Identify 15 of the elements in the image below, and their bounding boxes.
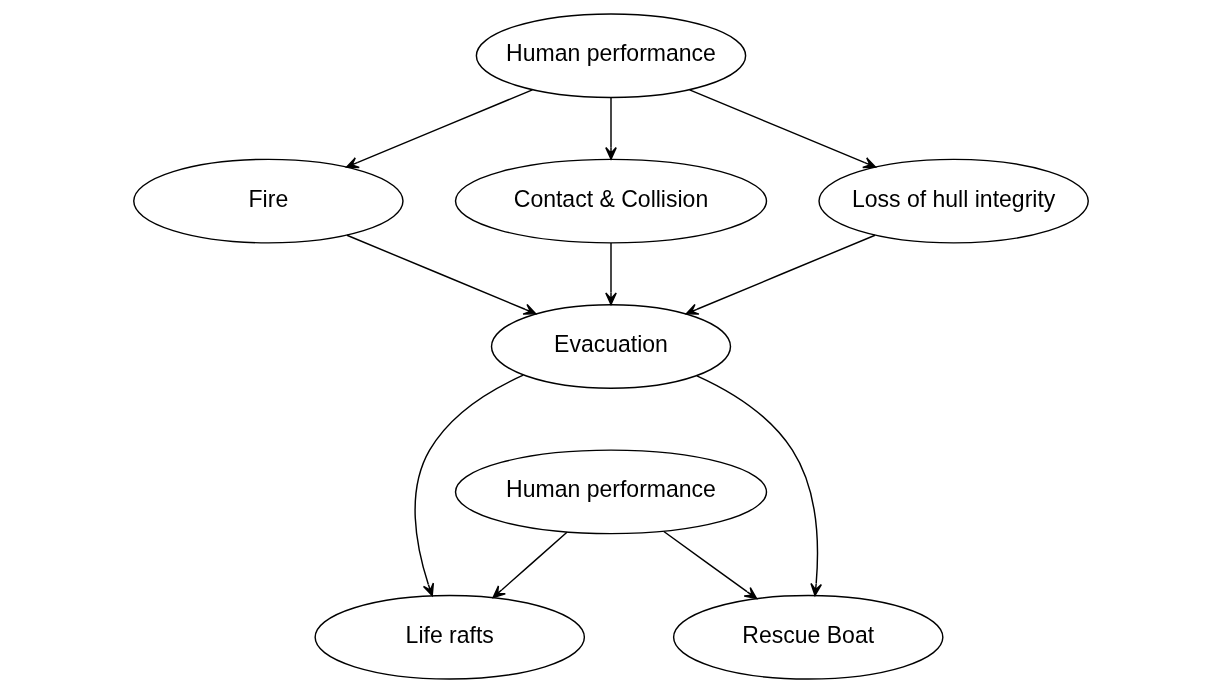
arrow xyxy=(345,89,533,169)
node-ellipse: Life rafts xyxy=(313,594,585,680)
arrow xyxy=(695,375,822,597)
arrow xyxy=(413,374,524,597)
node-ellipse: Rescue Boat xyxy=(672,594,944,680)
arrow xyxy=(662,530,757,600)
arrow xyxy=(604,96,617,160)
arrow xyxy=(345,234,536,315)
arrow xyxy=(685,234,876,315)
arrow xyxy=(492,531,568,599)
arrow xyxy=(688,89,876,169)
node-ellipse: Human performance xyxy=(475,13,746,99)
node-ellipse: Human performance xyxy=(454,449,767,535)
node-ellipse: Contact & Collision xyxy=(454,158,767,244)
arrow xyxy=(604,242,617,306)
